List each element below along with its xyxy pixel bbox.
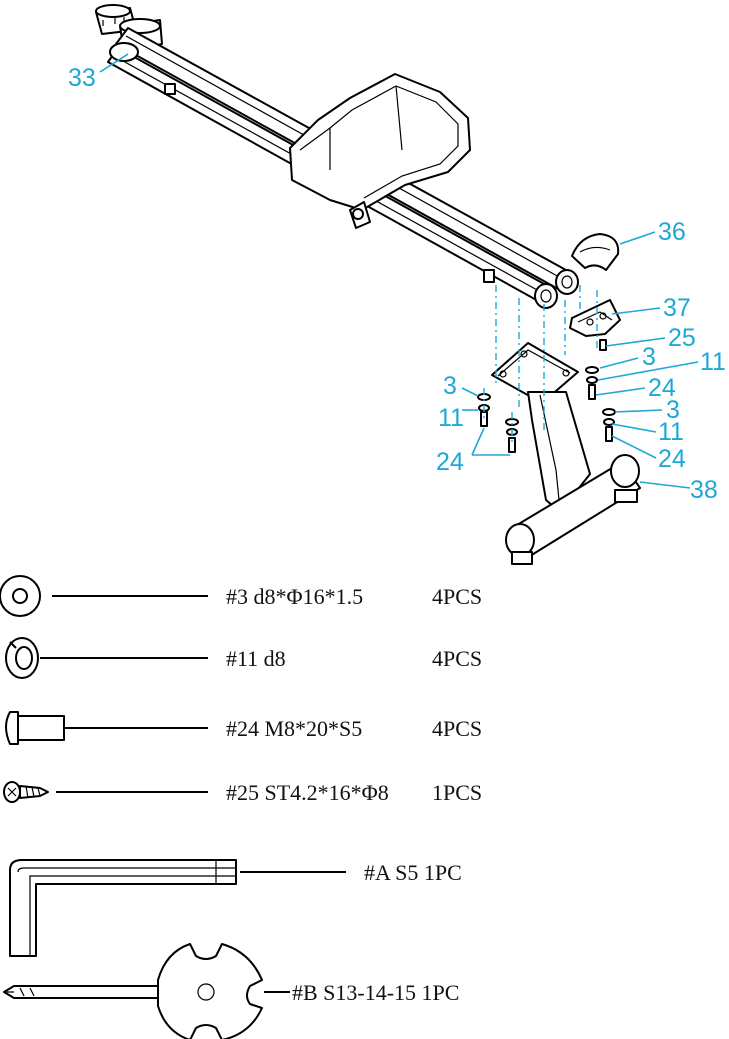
callout-33: 33 [68,64,96,92]
tool-b-spec: #B S13-14-15 1PC [292,980,459,1005]
callout-labels: 33 36 37 25 3 11 24 3 11 24 3 11 24 38 [68,64,726,504]
callout-24-upper: 24 [648,374,676,402]
assembly-guides [483,285,598,445]
spring-washer-icon [5,637,39,679]
part-3-spec: #3 d8*Φ16*1.5 [226,584,363,609]
rail-roller-rear [483,269,495,283]
callout-3-right: 3 [666,396,680,424]
part-24-qty: 4PCS [432,716,482,741]
leader-lines [99,53,699,489]
right-hardware [585,366,616,442]
rail-end-cap [109,42,139,62]
tool-a-spec: #A S5 1PC [364,860,462,885]
rail-roller [164,83,176,95]
screw-icon [3,781,49,803]
wrench-icon [3,943,263,1039]
allen-key-icon [9,859,237,957]
callout-11-left: 11 [438,404,464,432]
callout-37: 37 [663,294,691,322]
support-plate [491,342,579,404]
base-tube-38 [505,454,641,565]
bracket-37 [569,299,621,337]
callout-24-left: 24 [436,448,464,476]
part-24-spec: #24 M8*20*S5 [226,716,362,741]
callout-38: 38 [690,476,718,504]
part-11-qty: 4PCS [432,646,482,671]
part-3-qty: 4PCS [432,584,482,609]
callout-36: 36 [658,218,686,246]
seat [289,73,471,229]
part-25-spec: #25 ST4.2*16*Φ8 [226,780,389,805]
callout-3-upper: 3 [642,343,656,371]
part-11-spec: #11 d8 [226,646,286,671]
callout-3-left: 3 [443,372,457,400]
rail-rear-cap-upper [555,269,579,295]
callout-24-right: 24 [658,445,686,473]
screw-25-drawn [599,339,607,351]
callout-11-right: 11 [658,418,684,446]
washer-icon [0,575,41,617]
bolt-icon [5,711,65,745]
end-cap-36 [571,233,620,271]
rail-rear-cap-lower [534,283,558,309]
hardware-list: #3 d8*Φ16*1.5 4PCS #11 d8 4PCS #24 M8*20… [0,575,482,1039]
part-25-qty: 1PCS [432,780,482,805]
callout-25: 25 [668,324,696,352]
callout-11-upper: 11 [700,348,726,376]
